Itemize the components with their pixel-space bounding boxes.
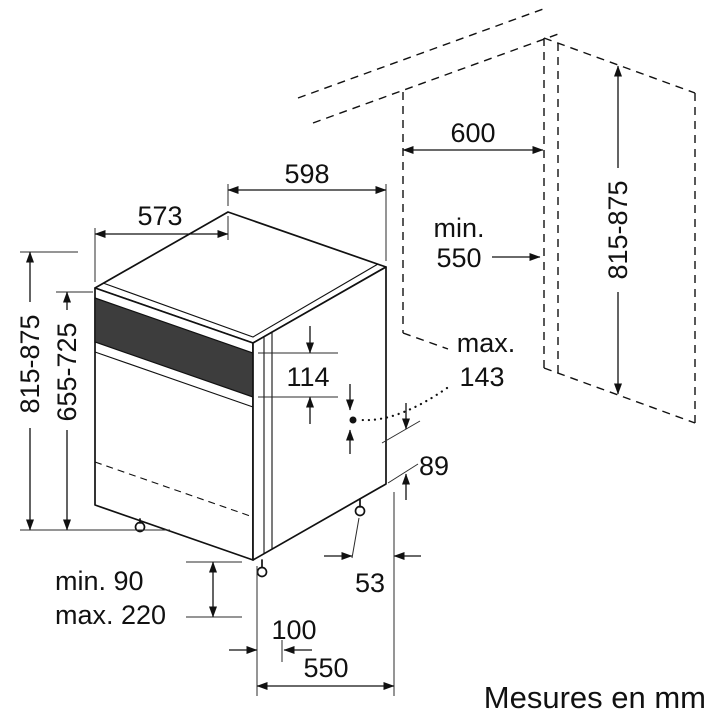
label-plinth-max: max. 220 (55, 600, 166, 630)
label-body-depth: 550 (303, 653, 348, 683)
label-handle-clearance-value: 143 (459, 362, 504, 392)
label-foot-offset: 53 (355, 568, 385, 598)
caption-units: Mesures en mm (484, 680, 706, 715)
adjustable-foot (354, 498, 366, 517)
dim-appliance-depth: 573 (94, 201, 229, 282)
label-niche-depth-min: min. (433, 213, 484, 243)
label-niche-width: 600 (450, 118, 495, 148)
leader-dotted-line (360, 386, 449, 422)
adjustable-foot (134, 518, 146, 533)
label-niche-height: 815-875 (603, 180, 633, 279)
dishwasher-side-face (252, 266, 387, 561)
dim-body-height: 655-725 (52, 291, 93, 531)
dim-foot-offset: 53 (324, 517, 421, 598)
label-panel-height: 114 (286, 362, 329, 392)
label-rear-gap: 89 (419, 451, 449, 481)
label-plinth-min: min. 90 (55, 566, 144, 596)
dim-panel-height: 114 (258, 326, 338, 424)
label-body-height: 655-725 (52, 322, 82, 421)
label-recess-depth: 100 (271, 615, 316, 645)
label-appliance-depth: 573 (137, 201, 182, 231)
label-appliance-width: 598 (284, 159, 329, 189)
dim-handle-clearance: max. 143 (346, 328, 516, 454)
adjustable-foot (256, 559, 268, 578)
label-appliance-height: 815-875 (15, 314, 45, 413)
dim-appliance-width: 598 (227, 159, 387, 261)
dim-recess-depth: 100 (229, 566, 317, 696)
dishwasher-body (94, 211, 387, 578)
dim-body-depth: 550 (256, 492, 395, 696)
dim-appliance-height: 815-875 (15, 251, 170, 531)
reference-point-dot (349, 416, 357, 424)
dim-niche-height: 815-875 (603, 65, 633, 395)
cabinet-niche-outline (297, 7, 696, 424)
dim-niche-depth: min. 550 (433, 213, 541, 273)
dim-rear-gap: 89 (381, 403, 449, 500)
label-handle-clearance-max: max. (457, 328, 516, 358)
label-niche-depth-value: 550 (436, 243, 481, 273)
dim-niche-width: 600 (402, 118, 544, 154)
dim-plinth-height: min. 90 max. 220 (55, 561, 242, 630)
